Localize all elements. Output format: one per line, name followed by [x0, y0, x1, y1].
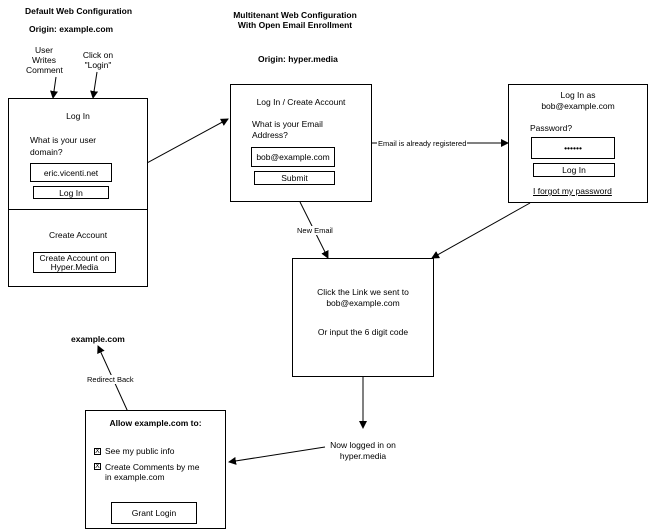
verify-code-instructions: Or input the 6 digit code [317, 327, 409, 337]
password-label: Password? [530, 123, 573, 133]
permission-public-info-label: See my public info [105, 446, 175, 456]
grant-title: Allow example.com to: [109, 418, 202, 428]
password-login-title: Log In as bob@example.com [541, 90, 615, 111]
left-origin: Origin: example.com [29, 24, 114, 34]
arrow-click-login [90, 71, 99, 99]
email-input[interactable]: bob@example.com [251, 147, 335, 167]
hypermedia-login-panel: Log In / Create Account What is your Ema… [230, 84, 372, 202]
arrow-forgot-password [431, 202, 531, 259]
permission-comments-label: Create Comments by me in example.com [105, 462, 200, 482]
user-writes-comment-label: User Writes Comment [26, 45, 63, 75]
create-account-panel: Create Account Create Account on Hyper.M… [8, 209, 148, 287]
password-login-panel: Log In as bob@example.com Password? ••••… [508, 84, 648, 203]
redirect-back-label: Redirect Back [86, 375, 135, 384]
grant-login-button[interactable]: Grant Login [111, 502, 197, 524]
logged-in-label: Now logged in on hyper.media [330, 440, 396, 461]
arrow-logged-in-to-grant [228, 446, 326, 465]
grant-permissions-panel: Allow example.com to: X See my public inf… [85, 410, 226, 529]
left-heading: Default Web Configuration [25, 6, 133, 16]
arrow-user-comment [50, 76, 58, 99]
click-login-label: Click on "Login" [82, 50, 114, 70]
email-registered-label: Email is already registered [377, 139, 468, 148]
verify-instructions: Click the Link we sent to bob@example.co… [317, 287, 409, 308]
submit-button[interactable]: Submit [254, 171, 335, 185]
forgot-password-link[interactable]: I forgot my password [533, 186, 612, 196]
create-account-title: Create Account [48, 230, 108, 240]
user-domain-question: What is your user domain? [30, 135, 97, 157]
verify-email-panel: Click the Link we sent to bob@example.co… [292, 258, 434, 377]
password-input[interactable]: •••••• [531, 137, 615, 159]
login-button[interactable]: Log In [33, 186, 109, 199]
checkbox-comments[interactable]: X [94, 463, 101, 470]
login-panel-title: Log In [66, 111, 90, 121]
middle-heading: Multitenant Web Configuration With Open … [233, 10, 357, 30]
permission-comments[interactable]: X Create Comments by me in example.com [94, 462, 199, 482]
domain-input[interactable]: eric.vicenti.net [30, 163, 112, 182]
permission-public-info[interactable]: X See my public info [94, 446, 174, 456]
email-question: What is your Email Address? [252, 119, 323, 140]
checkbox-public-info[interactable]: X [94, 448, 101, 456]
new-email-label: New Email [296, 226, 334, 235]
example-com-label: example.com [71, 334, 125, 344]
hypermedia-login-title: Log In / Create Account [256, 97, 346, 107]
login-panel: Log In What is your user domain? eric.vi… [8, 98, 148, 210]
password-login-button[interactable]: Log In [533, 163, 615, 177]
create-account-button[interactable]: Create Account on Hyper.Media [33, 252, 116, 273]
middle-origin: Origin: hyper.media [258, 54, 338, 64]
